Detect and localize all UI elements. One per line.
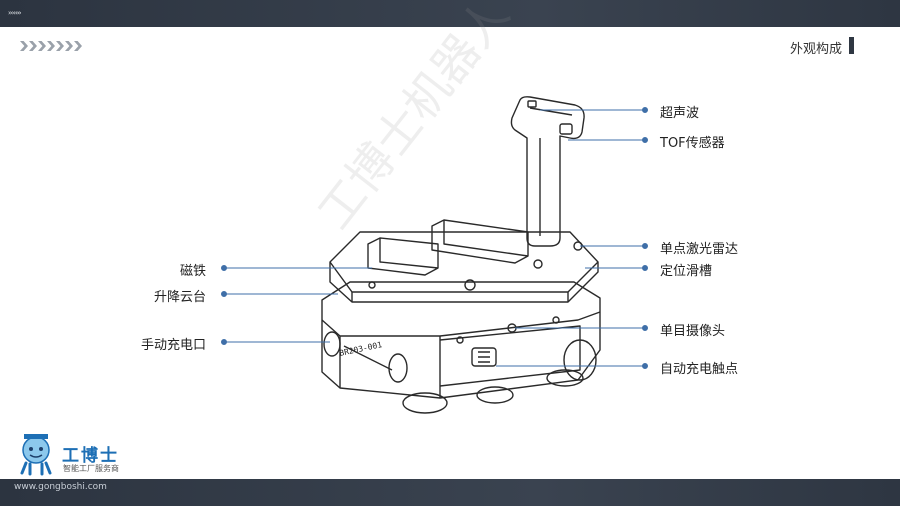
lift-plate-side (351, 292, 569, 302)
lift-plate-edge (329, 261, 599, 293)
bottom-bar (0, 479, 900, 506)
callout-label-lift: 升降云台 (153, 290, 206, 305)
side-bumper (563, 339, 597, 381)
callouts-left (221, 265, 372, 345)
callouts-right (496, 107, 648, 369)
callout-label-camera: 单目摄像头 (660, 324, 726, 339)
body-seam (321, 311, 601, 337)
callout-label-tof: TOF传感器 (660, 136, 725, 151)
pin-right (533, 259, 543, 269)
callout-label-contacts: 自动充电触点 (660, 362, 739, 377)
callout-label-slot: 定位滑槽 (660, 264, 713, 279)
callout-dot-lidar (642, 243, 648, 249)
lift-plate (329, 231, 599, 303)
callout-dot-ultrasonic (642, 107, 648, 113)
wheel-middle (476, 386, 514, 404)
callout-label-ultrasonic: 超声波 (660, 106, 700, 121)
pin-front (464, 279, 476, 291)
body-outline (321, 281, 601, 399)
magnet-bar-left (367, 237, 439, 276)
title-marker (849, 37, 854, 54)
pin-left (368, 281, 376, 289)
small-indicator (456, 336, 464, 344)
small-indicator-2 (552, 316, 560, 324)
wheel-back (546, 369, 584, 387)
front-lamp-right (388, 353, 408, 383)
charging-contacts (471, 347, 497, 367)
callout-dot-tof (642, 137, 648, 143)
page-title: 外观构成 (789, 42, 842, 57)
contact-strips (478, 351, 490, 363)
callout-dot-camera (642, 325, 648, 331)
robot-drawing (321, 96, 601, 414)
wheel-front (402, 392, 448, 414)
callout-label-charge-port: 手动充电口 (140, 338, 206, 353)
ultrasonic-housing (527, 100, 537, 108)
callout-label-magnet: 磁铁 (179, 264, 206, 279)
logo-url: www.gongboshi.com (14, 482, 107, 492)
magnet-bar-right (431, 219, 529, 264)
robot-plate-text: BR203-001 (339, 340, 383, 358)
mast-outline (510, 96, 585, 247)
tof-sensor-housing (559, 123, 573, 135)
logo-subtitle: 智能工厂服务商 (63, 464, 119, 473)
side-panel (439, 325, 581, 387)
mascot-logo-icon (20, 434, 52, 476)
front-lamp-left (323, 331, 341, 357)
small-arrows: ››››››› (8, 9, 22, 17)
callout-dot-contacts (642, 363, 648, 369)
top-bar: ››››››› (0, 0, 900, 27)
magnet-bar-left-edge (379, 238, 439, 269)
logo-name: 工博士 (62, 446, 119, 466)
callout-label-lidar: 单点激光雷达 (660, 242, 739, 257)
chevron-arrows-icon (20, 41, 82, 51)
plate-line (343, 345, 393, 371)
callout-dot-slot (642, 265, 648, 271)
mast-line (529, 107, 573, 116)
magnet-bar-right-edge (443, 220, 529, 257)
